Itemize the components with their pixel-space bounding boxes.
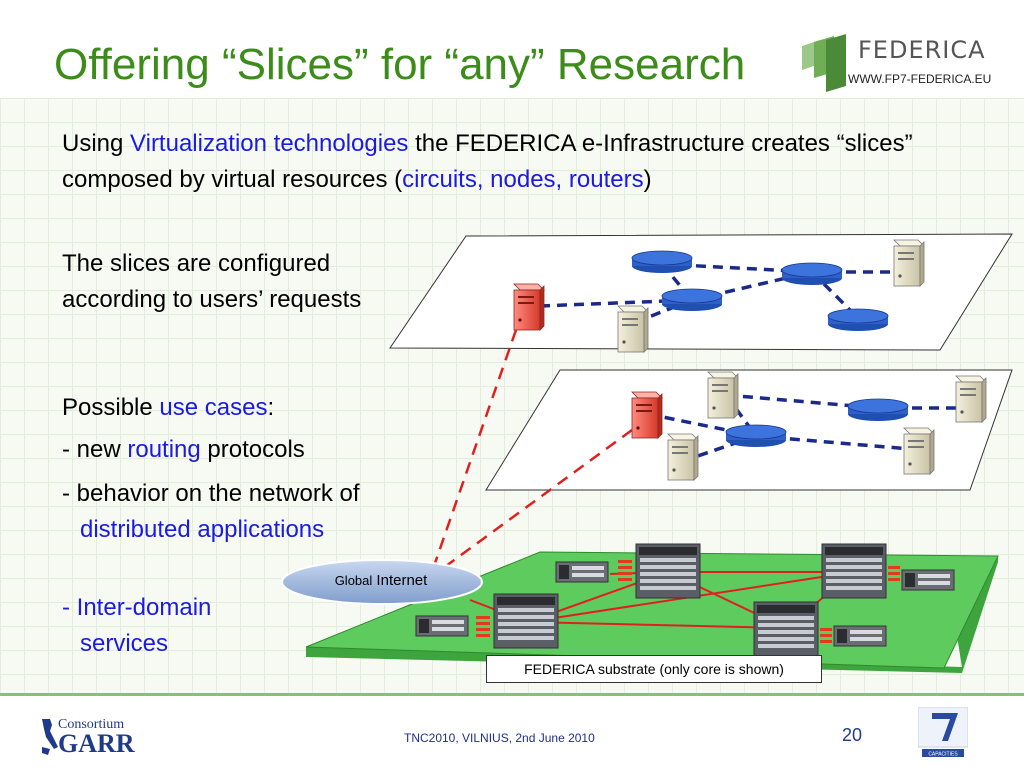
server-icon bbox=[903, 427, 935, 475]
garr-name: GARR bbox=[58, 729, 135, 758]
page-number: 20 bbox=[842, 725, 863, 745]
core-router-icon bbox=[821, 543, 887, 599]
core-router-icon bbox=[493, 593, 559, 649]
router-icon bbox=[847, 398, 909, 422]
intro-paragraph: Using Virtualization technologies the FE… bbox=[62, 126, 932, 198]
use-case-routing-highlight: routing bbox=[127, 436, 201, 463]
slice-diagram bbox=[281, 233, 1013, 673]
use-cases-heading: Possible use cases: bbox=[62, 390, 274, 426]
router-icon bbox=[631, 250, 693, 274]
use-case-distributed: - behavior on the network of distributed… bbox=[62, 476, 425, 548]
internet-label: Internet bbox=[372, 572, 428, 589]
intro-text-1: Using bbox=[62, 130, 131, 157]
use-case-routing: - new routing protocols bbox=[62, 432, 305, 468]
server-icon bbox=[707, 371, 739, 419]
server-icon bbox=[955, 375, 987, 423]
global-label-small: Global bbox=[334, 573, 373, 588]
footer-event: TNC2010, VILNIUS, 2nd June 2010 bbox=[404, 731, 595, 745]
intro-text-3: ) bbox=[643, 166, 652, 193]
server-icon bbox=[667, 433, 699, 481]
cross-layer-links bbox=[432, 329, 633, 568]
switch-icon bbox=[901, 569, 955, 591]
italy-map-icon bbox=[42, 719, 58, 755]
switch-icon bbox=[415, 615, 469, 637]
server-icon bbox=[617, 305, 649, 353]
federica-logo: FEDERICA WWW.FP7-FEDERICA.EU bbox=[800, 34, 1010, 96]
server-icon bbox=[513, 283, 545, 331]
footer-rule bbox=[0, 693, 1024, 696]
router-icon bbox=[725, 424, 787, 448]
config-paragraph: The slices are configured according to u… bbox=[62, 250, 362, 313]
intro-highlight-resources: circuits, nodes, routers bbox=[402, 166, 644, 193]
use-case-interdomain: - Inter-domain services bbox=[62, 594, 212, 657]
use-case-distributed-highlight: distributed applications bbox=[80, 516, 325, 543]
switch-icon bbox=[833, 625, 887, 647]
intro-text-2: the FEDERICA e-Infrastructure creates “s… bbox=[62, 130, 913, 193]
router-icon bbox=[827, 308, 889, 332]
substrate-caption: FEDERICA substrate (only core is shown) bbox=[486, 655, 822, 683]
core-router-icon bbox=[635, 543, 701, 599]
fp7-capacities-label: CAPACITIES bbox=[928, 752, 958, 758]
server-icon bbox=[631, 391, 663, 439]
garr-logo: Consortium GARR bbox=[38, 717, 158, 758]
fp7-logo: CAPACITIES bbox=[917, 706, 969, 759]
port-markers bbox=[476, 560, 900, 643]
use-cases-lead: Possible bbox=[62, 394, 160, 421]
fp7-logo-icon: CAPACITIES bbox=[917, 706, 969, 758]
intro-highlight-virtualization: Virtualization technologies bbox=[130, 130, 409, 157]
federica-logo-icon bbox=[802, 34, 846, 92]
logo-url: WWW.FP7-FEDERICA.EU bbox=[848, 72, 992, 86]
server-icon bbox=[893, 239, 925, 287]
router-icon bbox=[661, 288, 723, 312]
use-cases-highlight: use cases bbox=[159, 394, 268, 421]
router-icon bbox=[781, 262, 843, 286]
garr-consortium: Consortium bbox=[58, 717, 125, 732]
core-router-icon bbox=[753, 601, 819, 657]
use-case-distributed-a: - behavior on the network of bbox=[62, 480, 360, 507]
use-case-routing-b: protocols bbox=[200, 436, 305, 463]
use-cases-colon: : bbox=[267, 394, 275, 421]
slide-title: Offering “Slices” for “any” Research bbox=[54, 40, 746, 89]
global-internet-label: Global Internet bbox=[286, 572, 476, 589]
switch-icon bbox=[555, 561, 609, 583]
global-internet-ellipse bbox=[281, 559, 483, 605]
use-case-routing-a: - new bbox=[62, 436, 128, 463]
logo-name: FEDERICA bbox=[858, 36, 986, 64]
slide-footer: Consortium GARR TNC2010, VILNIUS, 2nd Ju… bbox=[0, 693, 1024, 768]
